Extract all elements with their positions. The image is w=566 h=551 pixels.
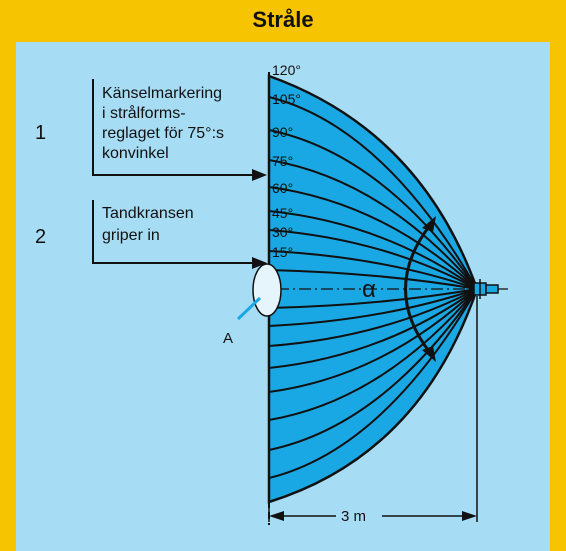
beam-line-upper-5: [268, 210, 478, 290]
beam-line-lower-1: [268, 288, 478, 309]
beam-line-lower-2: [268, 288, 478, 327]
alpha-symbol: α: [362, 276, 376, 303]
beam-line-upper-6: [268, 229, 478, 290]
callout-1-line-2: i strålforms-: [102, 104, 186, 122]
callout-1-line-1: Känselmarkering: [102, 85, 222, 102]
arc-arrow-top: [422, 216, 436, 232]
sensor-marker: [252, 263, 282, 317]
angle-label-30: 30°: [272, 224, 293, 240]
callout-2-leader: [92, 200, 258, 264]
upper-beam-lines: [268, 96, 478, 290]
marker-label: A: [223, 330, 233, 347]
beam-line-lower-8: [268, 288, 478, 479]
callout-2-line-2: griper in: [102, 227, 160, 244]
distance-label: 3 m: [341, 508, 366, 525]
beam-line-upper-1: [268, 96, 478, 290]
beam-line-lower-7: [268, 288, 478, 451]
beam-line-upper-2: [268, 129, 478, 290]
beam-line-upper-7: [268, 250, 478, 290]
marker-pointer: [236, 296, 262, 321]
beam-line-lower-3: [268, 288, 478, 347]
callout-number-2: 2: [35, 226, 46, 248]
beam-line-lower-5: [268, 288, 478, 393]
beam-line-upper-4: [268, 186, 478, 290]
beam-line-lower-6: [268, 288, 478, 421]
lower-beam-lines: [268, 288, 478, 479]
callout-1-arrow: [252, 169, 267, 181]
angle-arc: [404, 223, 433, 355]
callout-1: 1 Känselmarkering i strålforms- reglaget…: [35, 79, 267, 181]
angle-labels: 120° 105° 90° 75° 60° 45° 30° 15°: [272, 62, 301, 260]
angle-label-15: 15°: [272, 244, 293, 260]
page-title: Stråle: [252, 7, 314, 32]
callout-2: 2 Tandkransen griper in: [35, 200, 267, 269]
angle-label-60: 60°: [272, 180, 293, 196]
callout-1-line-3: reglaget för 75°:s: [102, 125, 224, 142]
beam-line-upper-3: [268, 159, 478, 290]
callout-2-arrow: [252, 257, 267, 269]
beam-line-upper-8: [268, 269, 478, 290]
angle-label-120: 120°: [272, 62, 301, 78]
beam-diagram: α A 120° 105° 90° 75° 60° 45° 30° 15° 1 …: [35, 62, 508, 525]
angle-label-45: 45°: [272, 205, 293, 221]
angle-label-75: 75°: [272, 153, 293, 169]
callout-2-line-1: Tandkransen: [102, 205, 194, 222]
callout-1-line-4: konvinkel: [102, 145, 169, 162]
arc-arrow-bottom: [422, 346, 436, 362]
distance-dimension: 3 m: [268, 296, 478, 525]
angle-label-105: 105°: [272, 91, 301, 107]
callout-1-leader: [92, 79, 258, 176]
nozzle-icon: [473, 279, 499, 299]
diagram-panel: α A 120° 105° 90° 75° 60° 45° 30° 15° 1 …: [16, 42, 550, 551]
angle-label-90: 90°: [272, 124, 293, 140]
callout-number-1: 1: [35, 122, 46, 144]
beam-line-lower-4: [268, 288, 478, 369]
